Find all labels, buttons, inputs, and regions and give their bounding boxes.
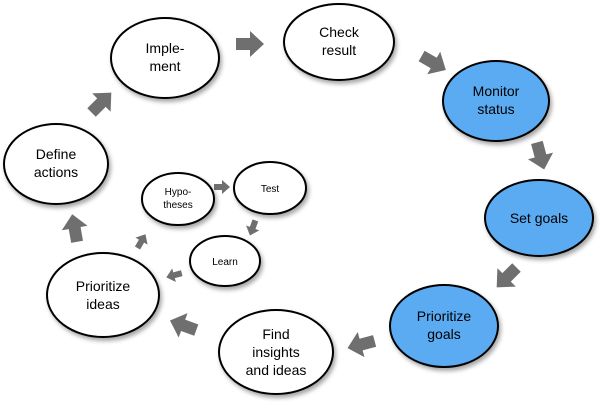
arrow-test-to-learn xyxy=(243,218,262,238)
node-set-goals-label: Set goals xyxy=(510,210,568,226)
arrow-prioritizegoals-to-find xyxy=(344,328,378,361)
node-prioritize-goals-line2: goals xyxy=(427,326,460,342)
arrow-find-to-prioritizeideas xyxy=(165,308,201,343)
node-find-insights-line3: and ideas xyxy=(246,362,307,378)
node-check-result xyxy=(283,3,395,81)
node-prioritize-ideas-line1: Prioritize xyxy=(76,278,131,294)
node-find-insights xyxy=(218,309,334,395)
node-hypotheses-line2: theses xyxy=(163,200,192,211)
node-find-insights-line1: Find xyxy=(262,326,289,342)
node-test xyxy=(233,161,307,215)
node-prioritize-goals-line1: Prioritize xyxy=(417,308,472,324)
node-hypotheses-line1: Hypo- xyxy=(165,187,192,198)
arrow-prioritizeideas-to-define xyxy=(59,211,90,245)
node-prioritize-ideas-line2: ideas xyxy=(86,296,119,312)
node-test-label: Test xyxy=(261,184,280,195)
arrow-monitor-to-setgoals xyxy=(524,139,557,173)
node-hypotheses xyxy=(141,172,215,226)
node-find-insights-line2: insights xyxy=(252,344,299,360)
arrow-setgoals-to-prioritizegoals xyxy=(487,258,526,297)
node-define-actions-line2: actions xyxy=(34,164,78,180)
arrow-check-to-monitor xyxy=(415,44,453,82)
arrow-learn-to-prioritizeideas xyxy=(164,266,184,285)
node-learn xyxy=(189,235,261,287)
node-monitor-status xyxy=(442,60,550,142)
node-check-result-line2: result xyxy=(322,42,356,58)
node-learn-label: Learn xyxy=(212,257,238,268)
arrow-hypotheses-to-test xyxy=(214,180,230,194)
node-prioritize-goals xyxy=(389,284,499,368)
node-prioritize-ideas xyxy=(46,252,160,338)
node-monitor-status-line2: status xyxy=(477,101,514,117)
arrow-prioritizeideas-to-hypotheses xyxy=(131,230,152,252)
node-implement xyxy=(110,17,220,99)
arrow-implement-to-check xyxy=(236,31,264,57)
arrow-define-to-implement xyxy=(82,83,121,122)
node-define-actions xyxy=(3,123,109,205)
node-set-goals xyxy=(484,179,594,257)
node-implement-line1: Imple- xyxy=(146,40,185,56)
node-monitor-status-line1: Monitor xyxy=(473,83,520,99)
node-implement-line2: ment xyxy=(149,58,180,74)
node-define-actions-line1: Define xyxy=(36,146,77,162)
node-check-result-line1: Check xyxy=(319,24,360,40)
